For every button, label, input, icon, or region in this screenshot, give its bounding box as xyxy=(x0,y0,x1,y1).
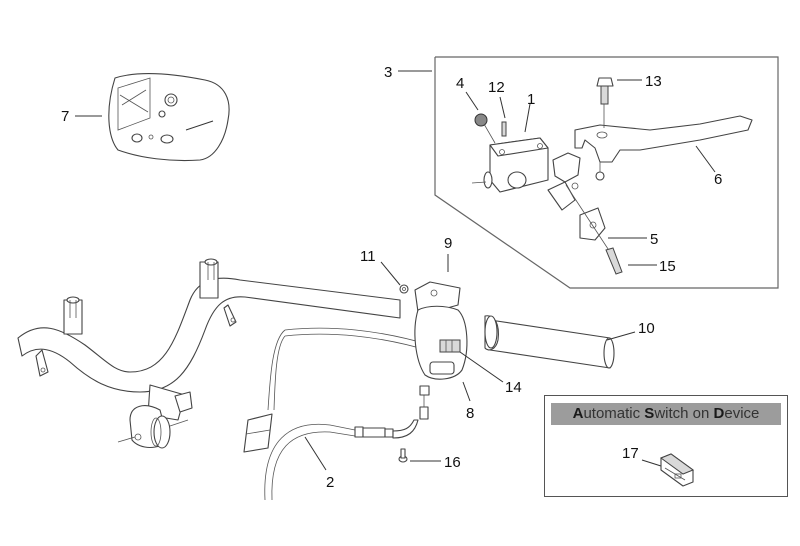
leader-10 xyxy=(606,331,636,341)
automatic-switch-drawing: 17 xyxy=(622,445,695,487)
master-cylinder-assembly xyxy=(471,77,753,275)
callout-5: 5 xyxy=(650,231,658,248)
callout-10: 10 xyxy=(638,320,655,337)
callout-2: 2 xyxy=(326,474,334,491)
callout-11: 11 xyxy=(360,248,376,265)
callout-13: 13 xyxy=(645,73,662,90)
callout-7: 7 xyxy=(61,108,69,125)
callout-9: 9 xyxy=(444,235,452,252)
throttle-cable xyxy=(243,327,431,501)
callout-16: 16 xyxy=(444,454,461,471)
assembly-3-frame xyxy=(434,56,779,289)
leader-17 xyxy=(641,459,662,467)
repair-kit-bag xyxy=(108,72,230,162)
leader-8 xyxy=(462,381,471,402)
callout-8: 8 xyxy=(466,405,474,422)
callout-15: 15 xyxy=(659,258,676,275)
automatic-switch-part xyxy=(659,453,695,487)
callout-leaders xyxy=(75,70,716,471)
throttle-housing xyxy=(398,281,615,463)
callout-4: 4 xyxy=(456,75,464,92)
leader-2 xyxy=(304,436,327,471)
leader-11 xyxy=(380,261,401,286)
callout-1: 1 xyxy=(527,91,535,108)
inset-title: Automatic Switch on Device xyxy=(551,403,781,425)
callout-14: 14 xyxy=(505,379,522,396)
handlebar-frame xyxy=(17,258,401,449)
leader-4 xyxy=(465,91,479,111)
callout-6: 6 xyxy=(714,171,722,188)
callout-17: 17 xyxy=(622,445,639,462)
callout-12: 12 xyxy=(488,79,505,96)
leader-12 xyxy=(499,96,506,119)
leader-14 xyxy=(459,351,504,383)
leader-6 xyxy=(695,145,716,173)
callout-3: 3 xyxy=(384,64,392,81)
automatic-switch-inset: Automatic Switch on Device 17 xyxy=(544,395,788,497)
callout-labels: 3 4 12 1 13 6 5 15 7 11 9 10 14 8 16 2 xyxy=(61,64,722,491)
leader-1 xyxy=(524,103,531,133)
